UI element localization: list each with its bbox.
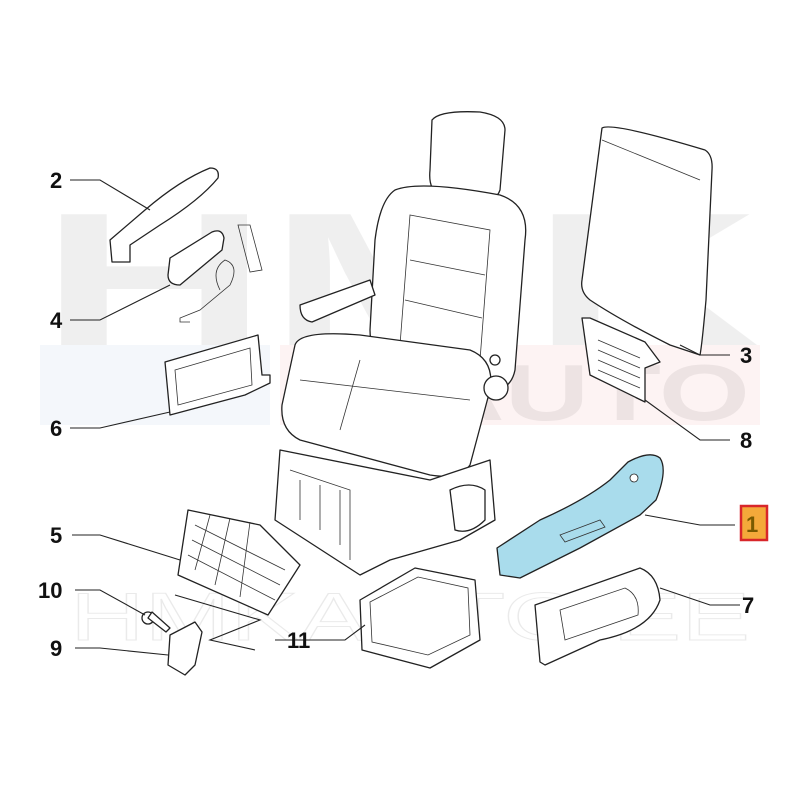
part-1-hole [629,473,639,483]
callout-11[interactable]: 11 [287,628,310,653]
callout-5[interactable]: 5 [50,523,62,548]
part-4-cable [179,224,263,323]
seat-assembly[interactable] [274,111,527,576]
callout-2[interactable]: 2 [50,168,62,193]
part-9-bracket[interactable] [167,621,203,676]
recline-knob [483,375,509,401]
part-3-back-cover[interactable] [581,126,713,356]
part-11-tray[interactable] [359,567,481,669]
callout-6[interactable]: 6 [50,416,62,441]
armrest [299,279,376,323]
part-7-side-cover[interactable] [534,567,661,666]
part-6-panel[interactable] [164,334,271,416]
callout-4[interactable]: 4 [50,308,63,333]
callout-3[interactable]: 3 [740,343,752,368]
callout-9[interactable]: 9 [50,636,62,661]
callout-1-highlight-box [739,504,769,542]
callout-1[interactable]: 1 [746,512,758,537]
seat-cushion [281,333,492,477]
leader-lines [70,179,740,656]
callout-8[interactable]: 8 [740,428,752,453]
part-4-handle[interactable] [167,230,225,286]
part-5-grille[interactable] [177,509,301,616]
seat-base-frame [274,449,496,576]
part-1-seat-side-trim[interactable] [496,454,664,579]
callout-10[interactable]: 10 [38,578,62,603]
part-2-trim[interactable] [109,167,219,263]
callout-7[interactable]: 7 [742,593,754,618]
